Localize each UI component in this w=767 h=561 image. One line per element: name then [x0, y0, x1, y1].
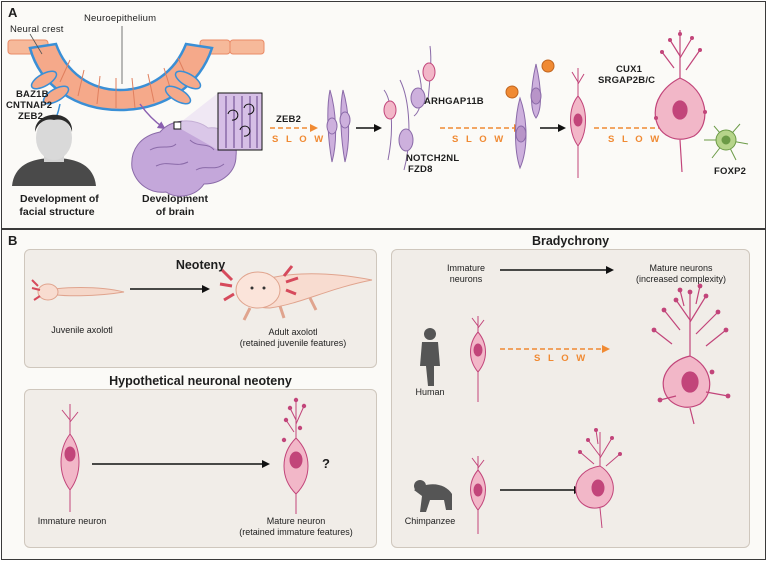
human-silhouette-icon: [420, 328, 440, 386]
slow-label-human: S L O W: [534, 353, 588, 364]
mature-neurons-label: Mature neurons: [649, 263, 713, 273]
panel-a-label: A: [8, 5, 18, 20]
arrow-to-brain: [139, 103, 166, 130]
neural-crest-pointer: [29, 33, 43, 55]
question-mark: ?: [322, 456, 330, 471]
gene-fzd8: FZD8: [408, 164, 433, 175]
brain-caption-line2: of brain: [155, 206, 195, 218]
brain-zoom-inset: [181, 92, 263, 151]
bradychrony-title: Bradychrony: [531, 234, 610, 248]
mature-neurons-sub: (increased complexity): [635, 274, 727, 284]
gene-notch2nl: NOTCH2NL: [406, 153, 460, 164]
chimp-mature-neuron: [575, 428, 622, 529]
gene-zeb2-face: ZEB2: [18, 111, 44, 122]
immature-neuron-a: [570, 68, 586, 178]
intermediate-cells: [505, 59, 555, 170]
juvenile-axolotl-label: Juvenile axolotl: [51, 325, 113, 335]
neuronal-neoteny-box: [24, 389, 377, 548]
mature-neuron-a: [654, 30, 707, 173]
gene-zeb2: ZEB2: [276, 114, 302, 125]
gene-srgap2bc: SRGAP2B/C: [598, 75, 656, 86]
panel-a: [1, 1, 766, 229]
neoteny-box: [24, 249, 377, 368]
gene-cux1: CUX1: [616, 64, 643, 75]
slow-label-2: S L O W: [452, 134, 506, 145]
mature-neuron-retained: [281, 397, 309, 514]
neoteny-title: Neoteny: [175, 258, 226, 272]
human-label: Human: [415, 387, 445, 397]
gene-baz1b: BAZ1B: [16, 89, 49, 100]
radial-glia-cells: [326, 89, 351, 163]
facial-caption-line1: Development of: [20, 193, 99, 205]
slow-label-1: S L O W: [272, 134, 326, 145]
immature-neurons-sub: neurons: [449, 274, 483, 284]
adult-axolotl-label: Adult axolotl: [268, 327, 318, 337]
human-mature-neuron: [651, 283, 731, 425]
immature-neurons-label: Immature: [446, 263, 485, 273]
slow-label-3: S L O W: [608, 134, 662, 145]
neuroepithelium-label: Neuroepithelium: [84, 13, 157, 24]
face-icon: [12, 114, 96, 186]
human-immature-neuron: [470, 316, 486, 402]
juvenile-axolotl: [31, 279, 125, 301]
immature-neuron-b: [60, 404, 80, 512]
mature-neuron-sub: (retained immature features): [239, 527, 353, 537]
gene-foxp2: FOXP2: [714, 166, 747, 177]
neuroepithelium-strip: [7, 39, 265, 112]
progenitor-cluster: [383, 45, 436, 171]
neuronal-neoteny-title: Hypothetical neuronal neoteny: [109, 374, 292, 388]
astrocyte-cell: [704, 123, 749, 161]
neural-crest-label: Neural crest: [10, 24, 64, 35]
panel-b-label: B: [8, 233, 18, 248]
gene-arhgap11b: ARHGAP11B: [424, 96, 484, 107]
chimp-label: Chimpanzee: [404, 516, 456, 526]
mature-neuron-label: Mature neuron: [266, 516, 326, 526]
brain-caption-line1: Development: [142, 193, 208, 205]
adult-axolotl: [219, 265, 373, 321]
chimp-immature-neuron: [470, 456, 486, 534]
gene-cntnap2: CNTNAP2: [6, 100, 53, 111]
immature-neuron-label: Immature neuron: [37, 516, 107, 526]
chimp-silhouette-icon: [414, 480, 452, 512]
facial-caption-line2: facial structure: [19, 206, 95, 218]
adult-axolotl-sub: (retained juvenile features): [239, 338, 347, 348]
